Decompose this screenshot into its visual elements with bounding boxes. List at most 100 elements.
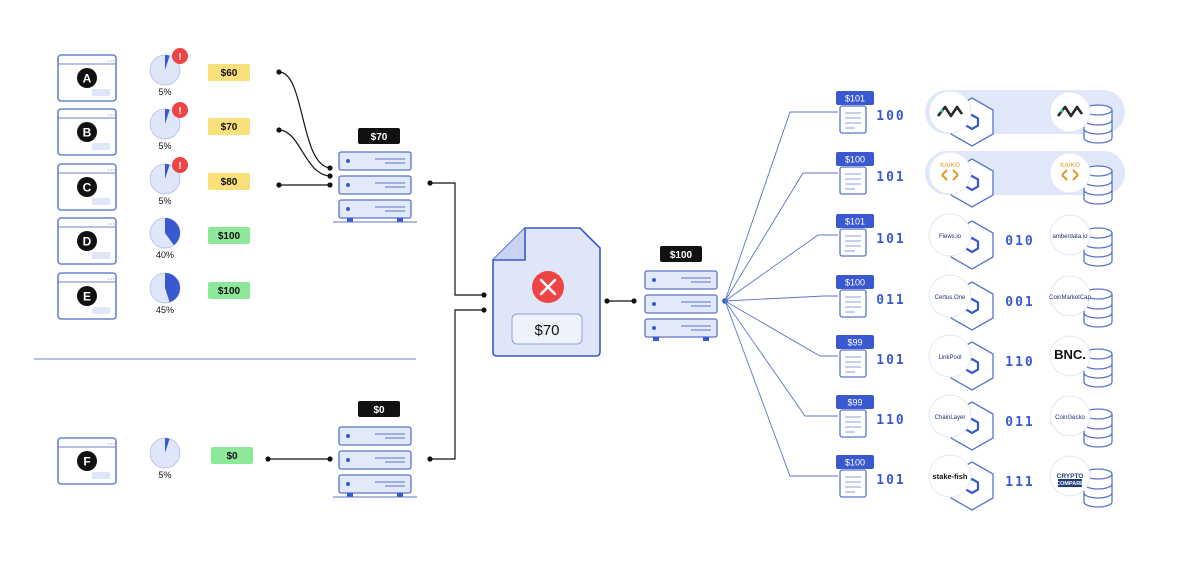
server-icon [333,426,417,498]
connector-dots [265,69,637,462]
share-slice [165,217,181,246]
logo-text: KAIKO [1060,162,1080,169]
fanout-line [724,111,838,302]
fanout-line [724,234,838,302]
fanout-line [724,300,838,417]
data-source-row: $100 101 KAIKO KAIKO [836,151,1125,209]
price-badge-text: $70 [371,132,388,143]
node-badge [77,286,97,306]
price-badge [836,395,874,409]
report-doc-icon [839,105,867,134]
share-slice [165,164,170,179]
left-node-b: B5%!$70 [57,102,250,156]
share-percent: 45% [156,305,174,315]
logo-text: Fiews.io [939,234,962,240]
left-node-f: F5%$0 [57,437,253,485]
data-source-row: $101 100 [836,90,1125,148]
price-badge-text: $100 [845,155,865,165]
central-report-document: $70 [492,227,601,357]
fanout-lines [724,111,838,477]
logo-text: COMPARE [1056,481,1084,487]
logo-text: Certus.One [935,295,966,301]
connector-lines [268,71,634,460]
alert-icon [172,157,188,173]
source-code: 111 [1005,475,1034,490]
source-logo [1049,395,1091,437]
node-logo [928,334,972,378]
logo-text: BNC. [1054,347,1086,362]
kaiko-mark-icon [1061,169,1079,181]
report-doc-icon [839,166,867,195]
price-tag [208,227,250,244]
report-doc-icon [839,289,867,318]
aggregator-server-bottom: $0 [333,401,417,498]
source-logo [1049,214,1091,256]
report-doc-icon [839,469,867,498]
kaiko-mark-icon [941,169,959,181]
price-tag-text: $80 [221,177,238,188]
source-logo [1049,275,1091,317]
aggregator-server-top: $70 [333,128,417,223]
source-logo [1049,152,1091,194]
node-badge [77,177,97,197]
node-logo [928,454,972,498]
left-node-list: A5%!$60B5%!$70C5%!$80D40%$100E45%$100F5%… [57,48,253,485]
price-tag-text: $0 [226,451,238,462]
node-id: C [83,181,92,195]
share-percent: 5% [158,141,171,151]
price-badge [836,335,874,349]
price-badge-text: $101 [845,94,865,104]
report-doc-icon [839,228,867,257]
node-id: E [83,290,91,304]
alert-symbol: ! [178,52,181,63]
node-code: 100 [876,109,905,124]
fanout-line [724,300,838,477]
node-logo [928,151,972,195]
node-code: 011 [876,293,905,308]
price-tag [208,282,250,299]
server-icon [644,270,718,341]
alert-icon [172,48,188,64]
alert-symbol: ! [178,161,181,172]
node-id: B [83,126,92,140]
price-badge [358,128,400,144]
left-node-c: C5%!$80 [57,157,250,211]
price-badge-text: $99 [847,398,862,408]
price-tag-text: $60 [221,68,238,79]
price-tag [211,447,253,464]
price-badge [836,152,874,166]
logo-text: CoinMarketCap [1049,295,1091,301]
alert-icon [172,102,188,118]
share-percent: 5% [158,470,171,480]
source-code: 110 [1005,355,1034,370]
report-doc-icon [839,409,867,438]
share-slice [165,54,170,70]
price-badge [836,455,874,469]
logo-text: CRYPTO [1057,473,1084,480]
price-badge [358,401,400,417]
left-node-a: A5%!$60 [57,48,250,102]
fanout-line [724,172,838,302]
node-logo [928,213,972,257]
price-badge-text: $0 [373,405,385,416]
output-server: $100 [644,246,728,341]
node-code: 101 [876,170,905,185]
price-badge-text: $100 [845,278,865,288]
source-logo [1049,91,1091,133]
source-code: 011 [1005,415,1034,430]
fanout-line [724,295,838,302]
logo-text: KAIKO [940,162,960,169]
left-node-d: D40%$100 [57,217,250,265]
price-badge-text: $100 [845,458,865,468]
logo-text: LinkPool [938,355,961,361]
logo-text: CoinGecko [1055,415,1085,421]
price-tag [208,64,250,81]
price-tag [208,118,250,135]
